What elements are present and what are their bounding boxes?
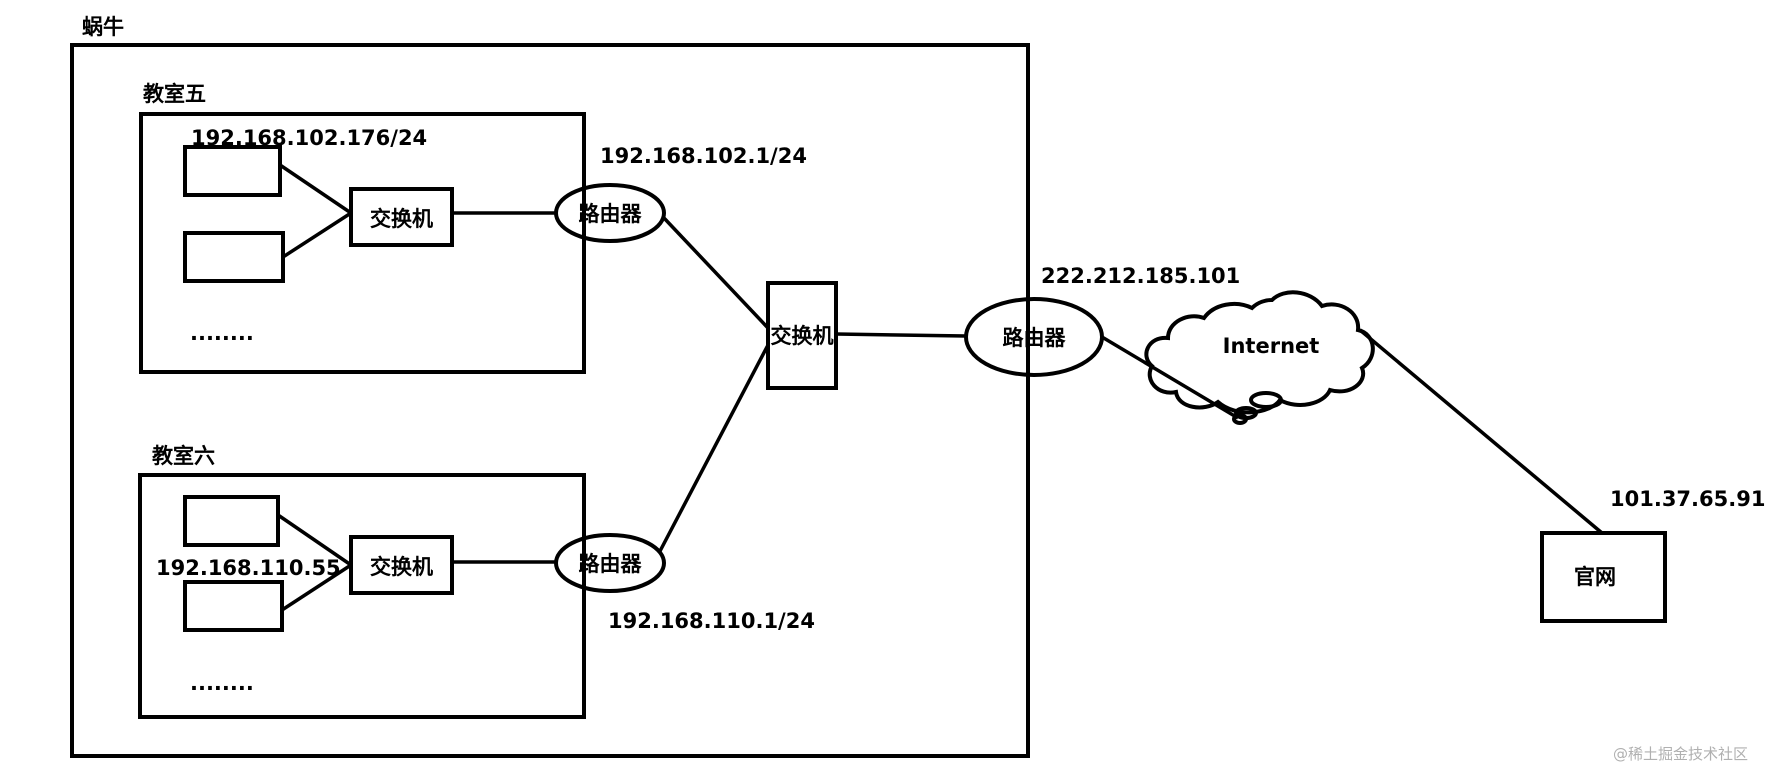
- classroom6-host-2: [183, 580, 284, 632]
- classroom5-router-label: 路由器: [579, 202, 643, 226]
- classroom5-link-host1-switch: [279, 163, 352, 215]
- classroom6-link-host2-switch: [281, 563, 352, 612]
- classroom6-link-host1-switch: [277, 513, 352, 567]
- core-router-label: 路由器: [1003, 326, 1067, 350]
- classroom6-host-1: [183, 495, 280, 547]
- classroom6-boundary: [138, 473, 586, 719]
- internet-cloud-bubble-large: [1249, 391, 1283, 409]
- classroom5-switch: [349, 187, 454, 247]
- classroom6-switch-label: 交换机: [370, 555, 433, 579]
- internet-label: Internet: [1223, 334, 1320, 358]
- classroom6-label: 教室六: [152, 444, 215, 468]
- website-ip: 101.37.65.91: [1610, 487, 1765, 511]
- link-router5-core-switch: [662, 216, 770, 330]
- link-core-router-internet: [1101, 335, 1239, 420]
- classroom6-gateway-ip: 192.168.110.1/24: [608, 609, 815, 633]
- link-router6-core-switch: [657, 344, 770, 554]
- classroom5-ellipsis: ........: [190, 321, 254, 345]
- internet-cloud-bubble-small: [1232, 413, 1248, 425]
- classroom5-label: 教室五: [143, 82, 206, 106]
- classroom5-switch-label: 交换机: [370, 207, 433, 231]
- link-internet-website: [1358, 328, 1604, 535]
- classroom5-gateway-ip: 192.168.102.1/24: [600, 144, 807, 168]
- website-label: 官网: [1574, 565, 1616, 589]
- watermark-text: @稀土掘金技术社区: [1613, 745, 1748, 763]
- core-switch-label: 交换机: [771, 324, 834, 348]
- classroom5-link-host2-switch: [282, 211, 352, 259]
- website-server: [1540, 531, 1667, 623]
- campus-label: 蜗牛: [82, 15, 124, 39]
- campus-boundary: [70, 43, 1030, 758]
- classroom6-router: [554, 533, 666, 593]
- classroom6-ellipsis: ........: [190, 671, 254, 695]
- classroom6-host-ip: 192.168.110.55: [156, 556, 341, 580]
- core-public-ip: 222.212.185.101: [1041, 264, 1240, 288]
- classroom5-host-2: [183, 231, 285, 283]
- classroom5-host-1: [183, 145, 282, 197]
- classroom6-router-label: 路由器: [579, 552, 643, 576]
- classroom5-router: [554, 183, 666, 243]
- link-core-switch-core-router: [835, 332, 967, 338]
- classroom5-boundary: [139, 112, 586, 374]
